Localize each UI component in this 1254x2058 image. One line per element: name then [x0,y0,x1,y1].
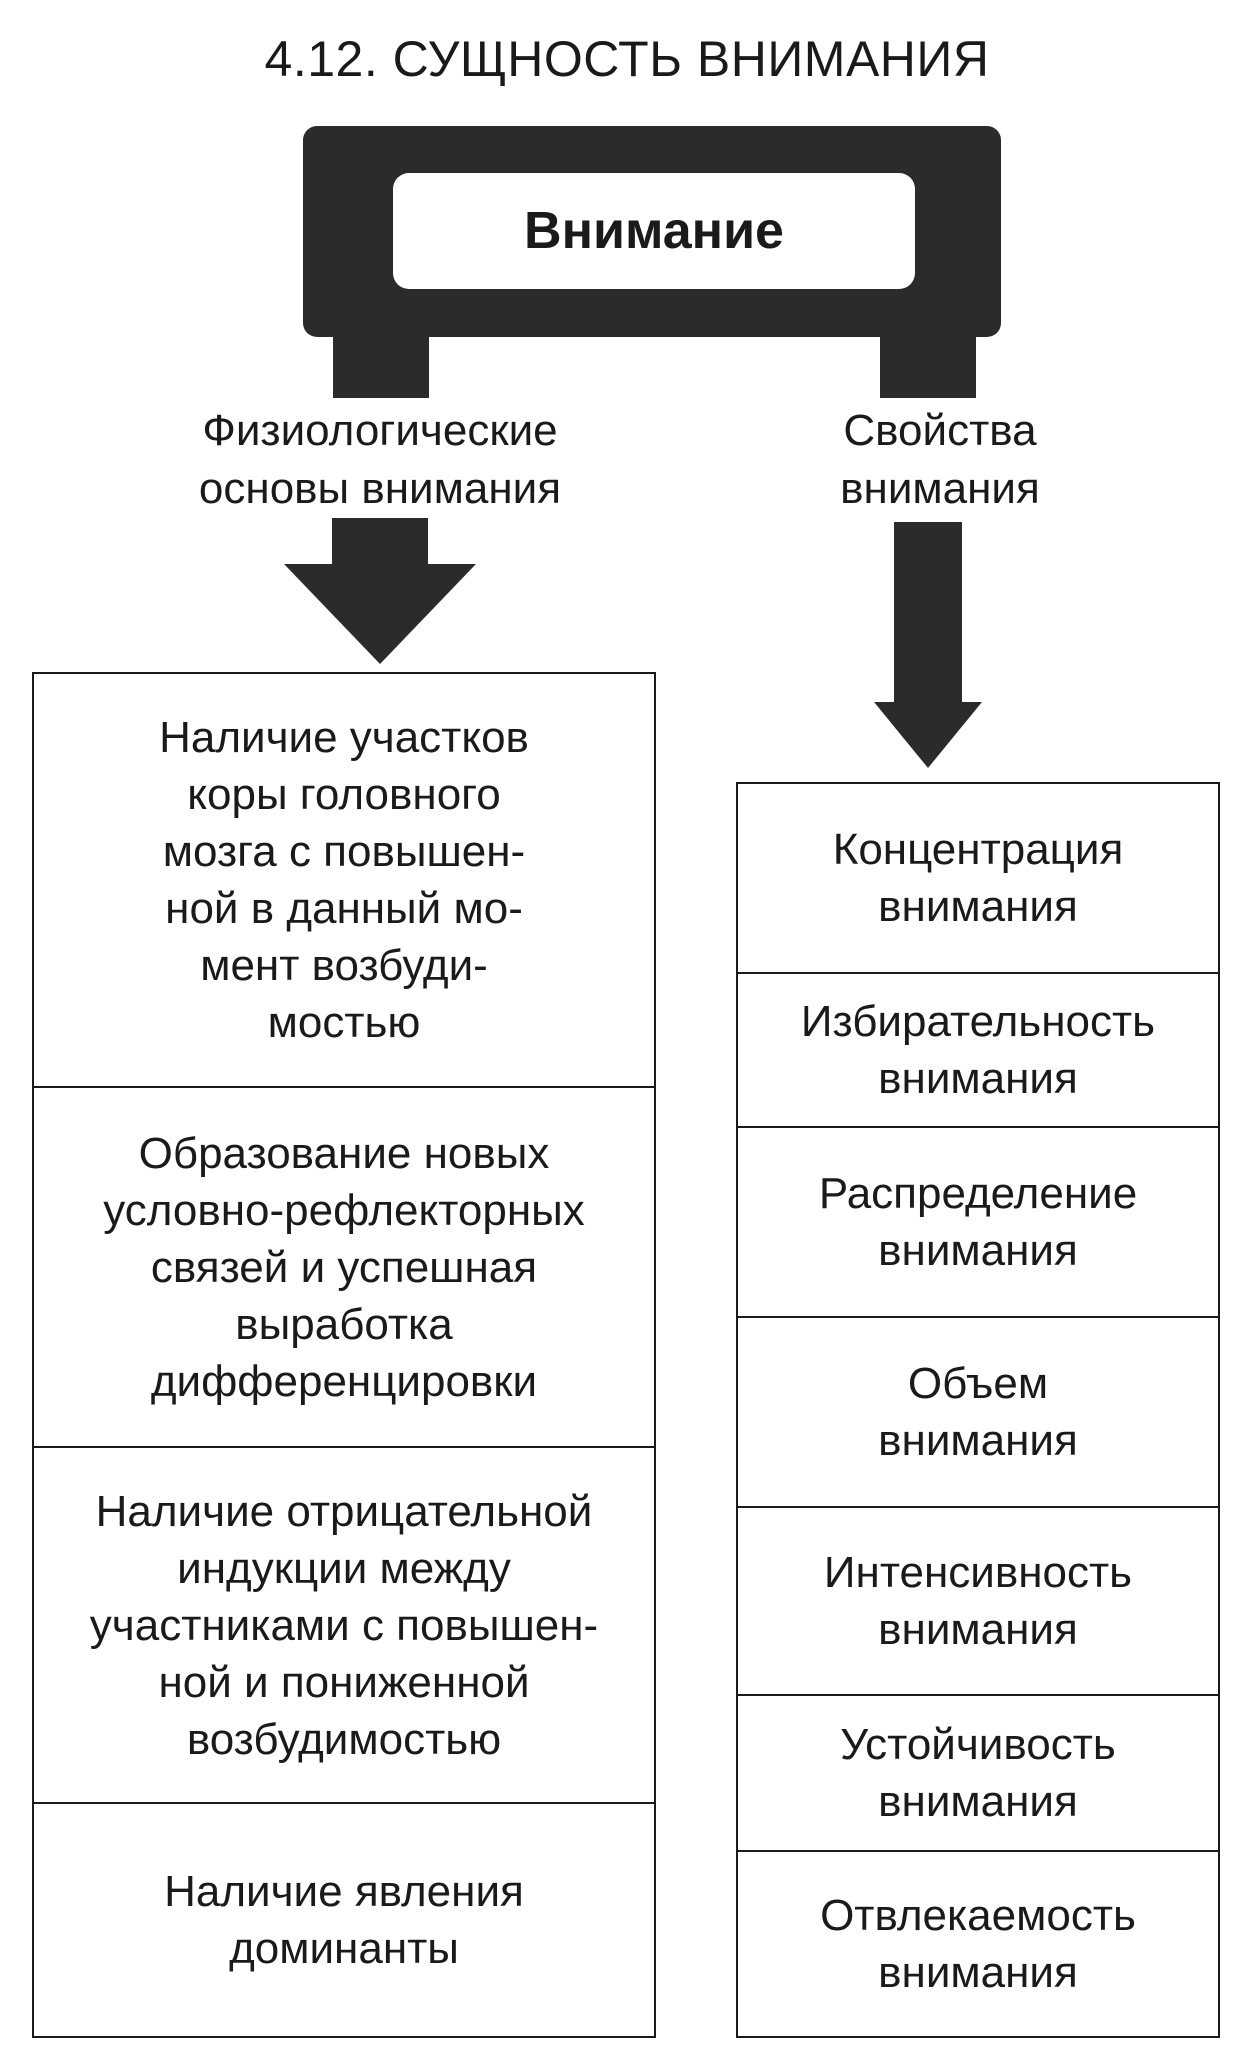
cell-line: Образование новых [138,1128,550,1178]
cell-line: внимания [878,1054,1078,1103]
cell-line: Распределение [818,1169,1138,1218]
right-connector-leg [880,320,976,398]
cell-line: Отвлекаемость [820,1891,1136,1940]
cell-line: внимания [878,1777,1078,1826]
left-branch-label-line: Физиологические [202,406,558,455]
right-branch-label-line: внимания [840,464,1040,513]
list-item: Наличие явления доминанты [34,1802,654,2036]
cell-line: индукции между [177,1543,511,1593]
attention-properties-list: Концентрация внимания Избирательность вн… [736,782,1220,2038]
cell-line: внимания [878,1605,1078,1654]
cell-line: дифференцировки [150,1356,538,1406]
cell-line: Избирательность [800,997,1156,1046]
list-item: Образование новых условно-рефлекторных с… [34,1086,654,1446]
cell-line: коры головного [187,770,501,819]
cell-line: выработка [235,1299,453,1349]
cell-line: мостью [267,998,421,1047]
list-item: Распределение внимания [738,1126,1218,1316]
right-branch-label-line: Свойства [843,406,1037,455]
cell-line: доминанты [229,1924,459,1973]
cell-line: ной в данный мо- [165,884,523,933]
cell-line: ной и пониженной [158,1657,530,1707]
right-branch-arrow [874,522,982,768]
cell-line: внимания [878,1416,1078,1465]
list-item: Устойчивость внимания [738,1694,1218,1850]
right-branch-label: Свойства внимания [740,402,1140,518]
left-connector-leg [333,320,429,398]
cell-line: внимания [878,1948,1078,1997]
cell-line: возбудимостью [186,1714,502,1764]
list-item: Концентрация внимания [738,784,1218,972]
cell-line: Наличие отрицательной [95,1486,593,1536]
list-item: Наличие участков коры головного мозга с … [34,674,654,1086]
list-item: Объем внимания [738,1316,1218,1506]
list-item: Наличие отрицательной индукции между уча… [34,1446,654,1802]
left-branch-arrow [284,518,476,664]
cell-line: мозга с повышен- [162,827,526,876]
left-branch-label-line: основы внимания [198,464,562,513]
cell-line: Наличие участков [159,713,529,762]
left-branch-label: Физиологические основы внимания [150,402,610,518]
cell-line: Интенсивность [823,1548,1133,1597]
cell-line: Объем [907,1359,1049,1408]
cell-line: Устойчивость [840,1720,1116,1769]
list-item: Отвлекаемость внимания [738,1850,1218,2036]
cell-line: участниками с повышен- [89,1600,599,1650]
physiological-basis-list: Наличие участков коры головного мозга с … [32,672,656,2038]
root-node-label: Внимание [393,173,915,289]
cell-line: Наличие явления [164,1867,524,1916]
cell-line: внимания [878,882,1078,931]
cell-line: мент возбуди- [200,941,488,990]
cell-line: Концентрация [832,825,1124,874]
cell-line: связей и успешная [150,1242,538,1292]
list-item: Интенсивность внимания [738,1506,1218,1694]
list-item: Избирательность внимания [738,972,1218,1126]
cell-line: внимания [878,1226,1078,1275]
cell-line: условно-рефлекторных [103,1185,585,1235]
diagram-title: 4.12. СУЩНОСТЬ ВНИМАНИЯ [264,31,990,87]
